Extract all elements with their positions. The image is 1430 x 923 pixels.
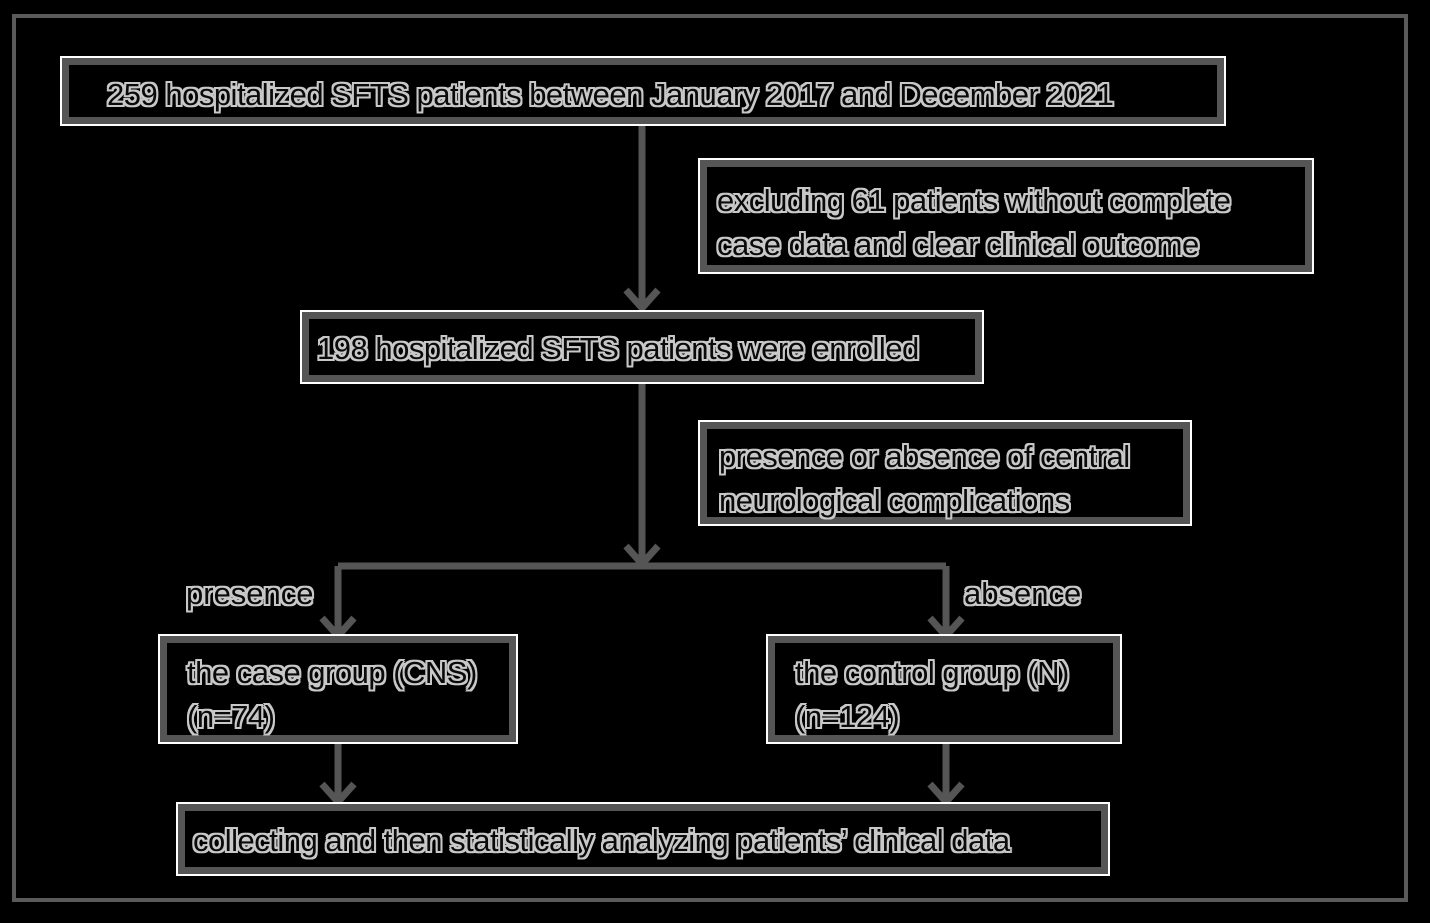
node-case-group: the case group (CNS) (n=74) [160, 636, 516, 742]
node-enrolled: 198 hospitalized SFTS patients were enro… [302, 312, 982, 382]
node-case-line2: (n=74) [187, 699, 275, 734]
node-total-patients: 259 hospitalized SFTS patients between J… [62, 58, 1224, 124]
node-exclusion-line1: excluding 61 patients without complete [717, 183, 1231, 218]
edge-label-presence: presence [186, 576, 314, 611]
arrowhead-analysis-right [927, 781, 965, 808]
node-criterion: presence or absence of central neurologi… [700, 422, 1190, 524]
node-criterion-line1: presence or absence of central [719, 439, 1130, 474]
node-analysis: collecting and then statistically analyz… [178, 804, 1108, 874]
outer-frame [12, 14, 1408, 902]
node-exclusion-line2: case data and clear clinical outcome [717, 227, 1199, 262]
node-control-line2: (n=124) [795, 699, 900, 734]
arrowhead-analysis-left [319, 781, 357, 808]
node-criterion-line2: neurological complications [719, 483, 1070, 518]
arrowhead-enrolled [623, 287, 661, 314]
node-control-line1: the control group (N) [795, 655, 1069, 690]
edge-label-absence: absence [964, 576, 1082, 611]
node-case-line1: the case group (CNS) [187, 655, 477, 690]
node-total-text: 259 hospitalized SFTS patients between J… [107, 77, 1114, 112]
node-analysis-text: collecting and then statistically analyz… [193, 823, 1010, 858]
node-enrolled-text: 198 hospitalized SFTS patients were enro… [317, 331, 919, 366]
node-control-group: the control group (N) (n=124) [768, 636, 1120, 742]
node-exclusion: excluding 61 patients without complete c… [700, 160, 1312, 272]
